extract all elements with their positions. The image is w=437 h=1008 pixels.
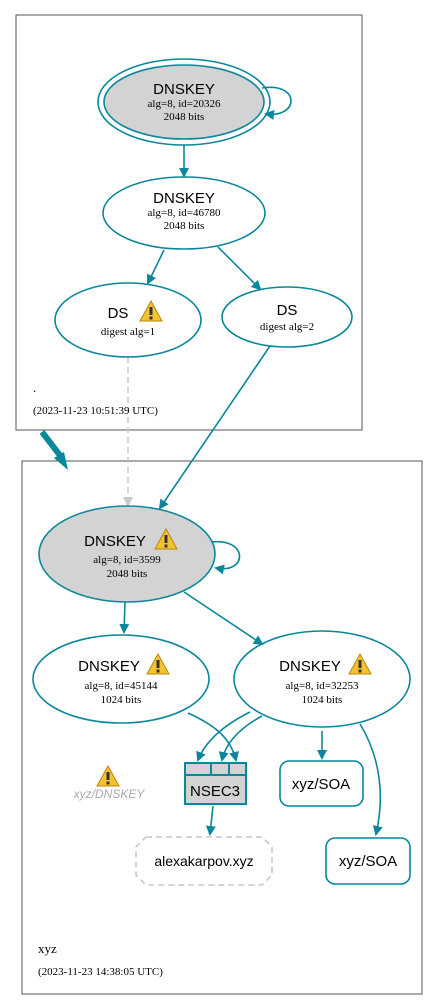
xyz-zsk1-warning-icon (146, 653, 170, 675)
edge-zsk2-nsec3-a (196, 711, 251, 762)
zone-xyz-name: xyz (38, 941, 57, 956)
zone-xyz-timestamp: (2023-11-23 14:38:05 UTC) (38, 966, 163, 978)
node-xyz-zsk-1[interactable]: DNSKEY alg=8, id=45144 1024 bits (32, 634, 210, 724)
node-nsec3[interactable]: NSEC3 (184, 762, 247, 805)
edge-ds2-xyzksk (158, 345, 271, 510)
zone-root-name: . (33, 380, 36, 395)
node-nxdomain[interactable]: alexakarpov.xyz (135, 836, 273, 886)
node-root-zsk[interactable]: DNSKEY alg=8, id=46780 2048 bits (102, 176, 266, 250)
dnskey-warning-label: xyz/DNSKEY (73, 787, 146, 801)
xyz-zsk1-title: DNSKEY (78, 658, 140, 675)
xyz-ksk-title: DNSKEY (84, 533, 146, 550)
root-ksk-alg: alg=8, id=20326 (148, 98, 221, 110)
ds1-title: DS (108, 305, 129, 322)
node-soa-2[interactable]: xyz/SOA (325, 837, 411, 885)
edge-nsec3-nxdomain (205, 805, 216, 836)
nxdomain-title: alexakarpov.xyz (154, 853, 253, 869)
xyz-zsk1-alg: alg=8, id=45144 (85, 680, 158, 692)
ds1-digest: digest alg=1 (101, 326, 155, 338)
delegation-arrow (39, 430, 65, 460)
node-xyz-ksk[interactable]: DNSKEY alg=8, id=3599 2048 bits (38, 505, 216, 603)
edge-zsk-ds1 (146, 249, 165, 285)
node-dnskey-warning[interactable]: xyz/DNSKEY (73, 765, 146, 801)
node-root-ksk[interactable]: DNSKEY alg=8, id=20326 2048 bits (97, 58, 271, 146)
nsec3-title: NSEC3 (190, 783, 240, 800)
edge-ksk-zsk2 (183, 591, 264, 646)
node-ds-1[interactable]: DS digest alg=1 (54, 282, 202, 358)
edge-zsk-ds2 (217, 246, 262, 291)
root-zsk-title: DNSKEY (153, 190, 215, 207)
ds2-digest: digest alg=2 (260, 321, 314, 333)
ds1-warning-icon (139, 300, 163, 322)
xyz-zsk2-bits: 1024 bits (302, 694, 343, 706)
soa2-title: xyz/SOA (339, 853, 397, 870)
ds2-title: DS (277, 302, 298, 319)
root-zsk-alg: alg=8, id=46780 (148, 207, 221, 219)
edge-zsk1-nsec3 (187, 712, 239, 762)
edge-root-ksk-self (261, 86, 292, 120)
root-ksk-title: DNSKEY (153, 81, 215, 98)
edge-zsk2-nsec3-b (218, 715, 263, 762)
node-xyz-zsk-2[interactable]: DNSKEY alg=8, id=32253 1024 bits (233, 630, 411, 728)
root-zsk-bits: 2048 bits (164, 220, 205, 232)
soa1-title: xyz/SOA (292, 776, 350, 793)
node-ds-2[interactable]: DS digest alg=2 (221, 286, 353, 348)
root-ksk-bits: 2048 bits (164, 111, 205, 123)
dnskey-warning-icon (96, 765, 120, 787)
zone-root-box (15, 14, 363, 431)
xyz-zsk2-warning-icon (348, 653, 372, 675)
edge-zsk2-soa2 (359, 723, 383, 836)
xyz-zsk1-bits: 1024 bits (101, 694, 142, 706)
xyz-ksk-alg: alg=8, id=3599 (93, 554, 161, 566)
node-soa-1[interactable]: xyz/SOA (279, 760, 364, 807)
edge-ksk-zsk1 (119, 601, 130, 634)
xyz-zsk2-alg: alg=8, id=32253 (286, 680, 359, 692)
xyz-ksk-bits: 2048 bits (107, 568, 148, 580)
delegation-arrow-head (54, 452, 68, 470)
edge-xyz-ksk-self (211, 541, 241, 575)
zone-xyz-box (21, 460, 423, 995)
zone-root-timestamp: (2023-11-23 10:51:39 UTC) (33, 405, 158, 417)
xyz-zsk2-title: DNSKEY (279, 658, 341, 675)
